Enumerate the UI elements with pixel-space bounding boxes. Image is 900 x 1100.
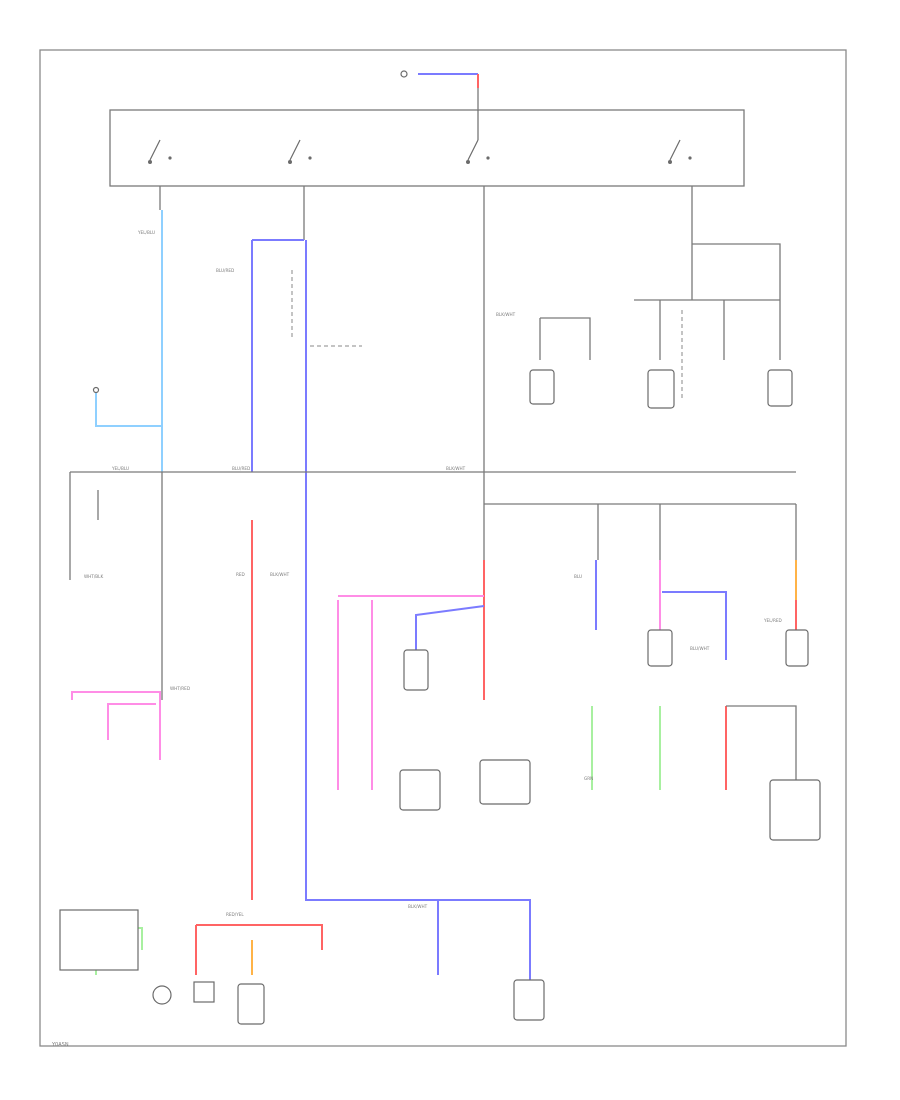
- label-wire-color-3: BLK/WHT: [496, 312, 516, 317]
- label-wire-color-1: YEL/BLU: [137, 230, 155, 235]
- label-wire-color-2: BLU/RED: [216, 268, 234, 273]
- label-wire-color-6: BLK/WHT: [446, 466, 466, 471]
- switch-contacts: [148, 110, 692, 164]
- fuse-drops: [69, 472, 797, 700]
- wire-light-blue-branch: [95, 392, 162, 427]
- footer-code: Y0ASN: [51, 1042, 69, 1048]
- label-wire-color-9: WHT/BLK: [84, 574, 103, 579]
- wire-pink-a: [71, 691, 161, 760]
- label-wire-color-5: BLU/RED: [232, 466, 250, 471]
- label-wire-color-4: YEL/BLU: [111, 466, 129, 471]
- wire-blue-main: [305, 240, 531, 980]
- label-wire-color-10: BLU: [574, 574, 582, 579]
- label-wire-color-13: WHT/RED: [170, 686, 190, 691]
- label-wire-color-16: BLK/WHT: [408, 904, 428, 909]
- label-wire-color-15: GRN: [584, 776, 593, 781]
- label-wire-color-11: BLU/WHT: [690, 646, 710, 651]
- label-wire-color-12: YEL/RED: [763, 618, 782, 623]
- ignition-switch-box: [109, 109, 745, 187]
- label-wire-color-14: RED/YEL: [226, 912, 244, 917]
- battery-connector: [400, 70, 408, 78]
- label-wire-color-7: RED: [236, 572, 245, 577]
- diagram-frame: [39, 49, 847, 1047]
- components: [59, 369, 821, 1025]
- label-wire-color-8: BLK/WHT: [270, 572, 290, 577]
